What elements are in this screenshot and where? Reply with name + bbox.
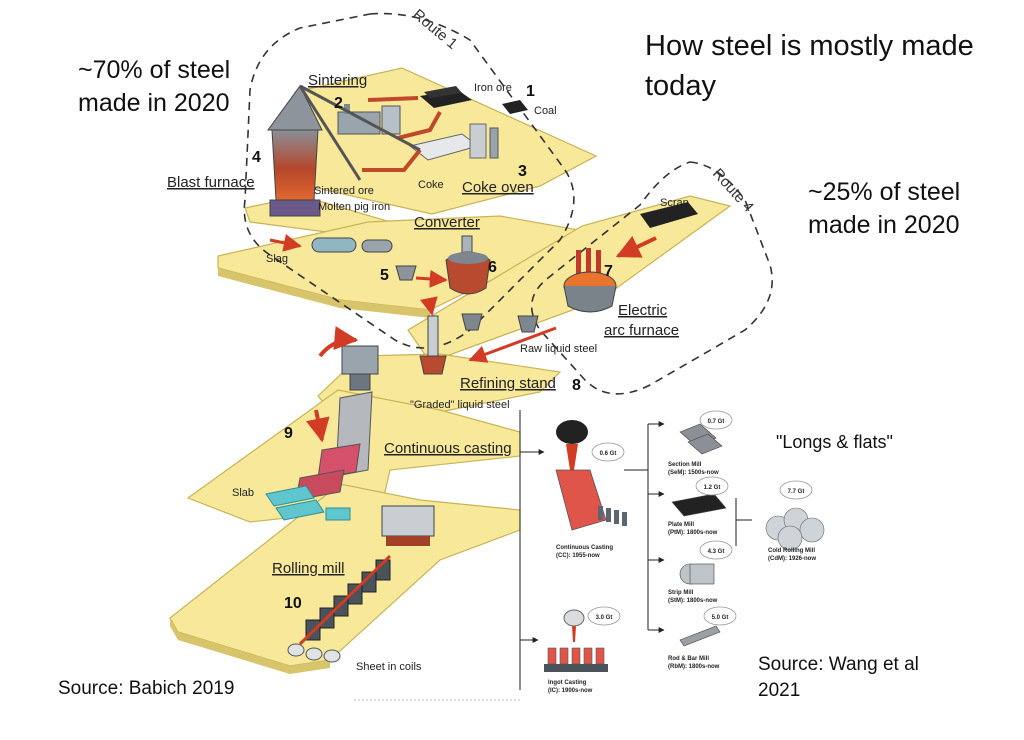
sem-sub: (SeM): 1500s-now — [668, 470, 719, 476]
coal-pile — [502, 100, 528, 114]
sem-name: Section Mill — [668, 462, 702, 468]
label-sintered-ore: Sintered ore — [314, 185, 374, 197]
step-1: 1 — [526, 83, 535, 100]
label-converter: Converter — [414, 214, 480, 231]
wang-flowchart: 0.6 Gt 3.0 Gt 0.7 Gt 1.2 Gt 4.3 Gt 5.0 G… — [354, 410, 893, 701]
electric-arc-furnace — [563, 248, 617, 313]
route4-share: ~25% of steel made in 2020 — [808, 178, 961, 239]
strand-rollers — [295, 391, 373, 501]
platform-edges — [170, 268, 430, 674]
label-continuous-casting: Continuous casting — [384, 440, 512, 457]
converter-vessel — [445, 235, 491, 295]
stm-sub: (StM): 1800s-now — [668, 598, 718, 604]
label-iron-ore: Iron ore — [474, 82, 512, 94]
iron-ore-pile — [420, 86, 472, 108]
arrow-scrap — [615, 235, 657, 258]
step-7: 7 — [604, 263, 613, 280]
stm-amount: 4.3 Gt — [708, 549, 725, 555]
label-scrap: Scrap — [660, 197, 689, 209]
label-graded-liquid-steel: "Graded" liquid steel — [410, 399, 510, 411]
rbm-name: Rod & Bar Mill — [668, 656, 709, 662]
route4-outline — [530, 161, 774, 395]
rbm-amount: 5.0 Gt — [712, 615, 729, 621]
label-sintering: Sintering — [308, 72, 367, 89]
ptm-sub: (PtM): 1800s-now — [668, 530, 718, 536]
step-9: 9 — [284, 425, 293, 442]
label-sheet-in-coils: Sheet in coils — [356, 661, 422, 673]
blast-furnace — [267, 84, 421, 217]
route1-share: ~70% of steel made in 2020 — [78, 56, 231, 117]
step-5: 5 — [380, 267, 389, 284]
longs-flats-label: "Longs & flats" — [776, 432, 893, 452]
arrow-eaf-to-refining — [468, 326, 557, 363]
source-babich: Source: Babich 2019 — [58, 678, 235, 699]
cc-amount: 0.6 Gt — [600, 451, 617, 457]
casting-machine — [318, 326, 379, 391]
cc-sub: (CC): 1955-now — [556, 553, 600, 559]
sem-amount: 0.7 Gt — [708, 419, 725, 425]
conveyors-top — [362, 96, 442, 172]
step-6: 6 — [488, 259, 497, 276]
arrow-to-converter — [415, 269, 448, 288]
cdm-name: Cold Rolling Mill — [768, 548, 815, 554]
ic-amount: 3.0 Gt — [596, 615, 613, 621]
cdm-sub: (CdM): 1926-now — [768, 556, 816, 562]
label-refining-stand: Refining stand — [460, 375, 556, 392]
step-10: 10 — [284, 595, 302, 612]
hot-strip — [298, 554, 392, 646]
refining-stand — [419, 315, 447, 375]
label-coke: Coke — [418, 179, 444, 191]
step-2: 2 — [334, 95, 343, 112]
label-molten-pig-iron: Molten pig iron — [318, 201, 390, 213]
label-rolling-mill: Rolling mill — [272, 560, 345, 577]
label-slab: Slab — [232, 487, 254, 499]
torpedo-ladle — [311, 237, 393, 253]
rbm-sub: (RbM): 1800s-now — [668, 664, 720, 670]
ladles-mid — [461, 313, 539, 333]
ptm-amount: 1.2 Gt — [704, 485, 721, 491]
cdm-amount: 7.7 Gt — [788, 489, 805, 495]
page-title: How steel is mostly made today — [645, 30, 974, 102]
label-blast-furnace: Blast furnace — [167, 174, 255, 191]
label-slag: Slag — [266, 253, 288, 265]
cc-name: Continuous Casting — [556, 545, 613, 551]
arrow-slag-flow — [269, 233, 302, 252]
ladle-5 — [395, 265, 417, 281]
step-4: 4 — [252, 149, 261, 166]
scrap-pile — [640, 202, 698, 228]
slabs — [265, 485, 351, 521]
step-3: 3 — [518, 163, 527, 180]
label-raw-liquid-steel: Raw liquid steel — [520, 343, 597, 355]
reheating-furnace — [381, 505, 435, 546]
stm-name: Strip Mill — [668, 590, 694, 596]
label-coal: Coal — [534, 105, 557, 117]
label-eaf-line1: Electric — [618, 302, 668, 319]
label-coke-oven: Coke oven — [462, 179, 534, 196]
route1-label: Route 1 — [409, 6, 460, 53]
source-wang: Source: Wang et al 2021 — [758, 654, 919, 701]
arrow-to-refining — [419, 296, 438, 316]
step-8: 8 — [572, 377, 581, 394]
cold-rolled-coils — [765, 507, 825, 551]
ptm-name: Plate Mill — [668, 522, 694, 528]
ic-name: Ingot Casting — [548, 680, 587, 686]
coke-oven-battery — [408, 123, 499, 161]
label-eaf-line2: arc furnace — [604, 322, 679, 339]
ic-sub: (IC): 1900s-now — [548, 688, 593, 694]
arrow-casting-down — [305, 409, 330, 443]
coils — [287, 643, 341, 663]
sintering-plant — [337, 104, 401, 135]
